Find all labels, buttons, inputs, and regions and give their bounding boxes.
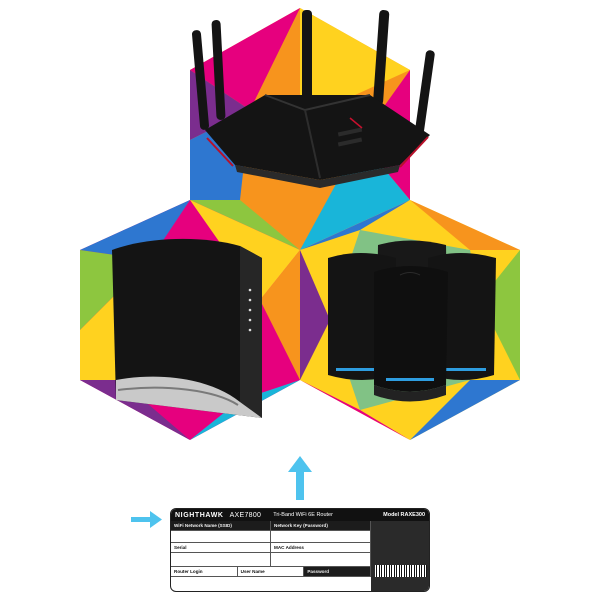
label-mac: MAC Address — [271, 543, 371, 553]
mesh-system-icon — [328, 240, 496, 402]
label-row-ssid: WiFi Network Name (SSID) Network Key (Pa… — [171, 521, 371, 531]
label-network-key: Network Key (Password) — [271, 521, 371, 531]
label-row-login: Router Login User Name Password — [171, 567, 372, 577]
label-password: Password — [304, 567, 372, 577]
arrow-right-icon — [131, 511, 162, 528]
label-row-serial: Serial MAC Address — [171, 543, 371, 553]
router-icon — [191, 10, 435, 188]
label-serial: Serial — [171, 543, 271, 553]
label-router-login: Router Login — [171, 567, 238, 577]
label-description: Tri-Band WiFi 6E Router — [273, 512, 333, 518]
label-row-blank — [171, 531, 371, 543]
label-header: NIGHTHAWK AXE7800 Tri-Band WiFi 6E Route… — [171, 509, 429, 521]
label-ssid: WiFi Network Name (SSID) — [171, 521, 271, 531]
extender-icon — [112, 238, 262, 418]
label-row-blank2 — [171, 553, 371, 567]
product-label: NIGHTHAWK AXE7800 Tri-Band WiFi 6E Route… — [170, 508, 430, 592]
label-side-panel — [371, 521, 429, 591]
barcode-icon — [375, 565, 427, 577]
label-model: AXE7800 — [229, 511, 262, 519]
label-model-number: Model RAXE300 — [383, 512, 425, 518]
label-brand: NIGHTHAWK — [175, 511, 224, 519]
arrow-up-icon — [288, 456, 312, 500]
label-user-name: User Name — [237, 567, 305, 577]
